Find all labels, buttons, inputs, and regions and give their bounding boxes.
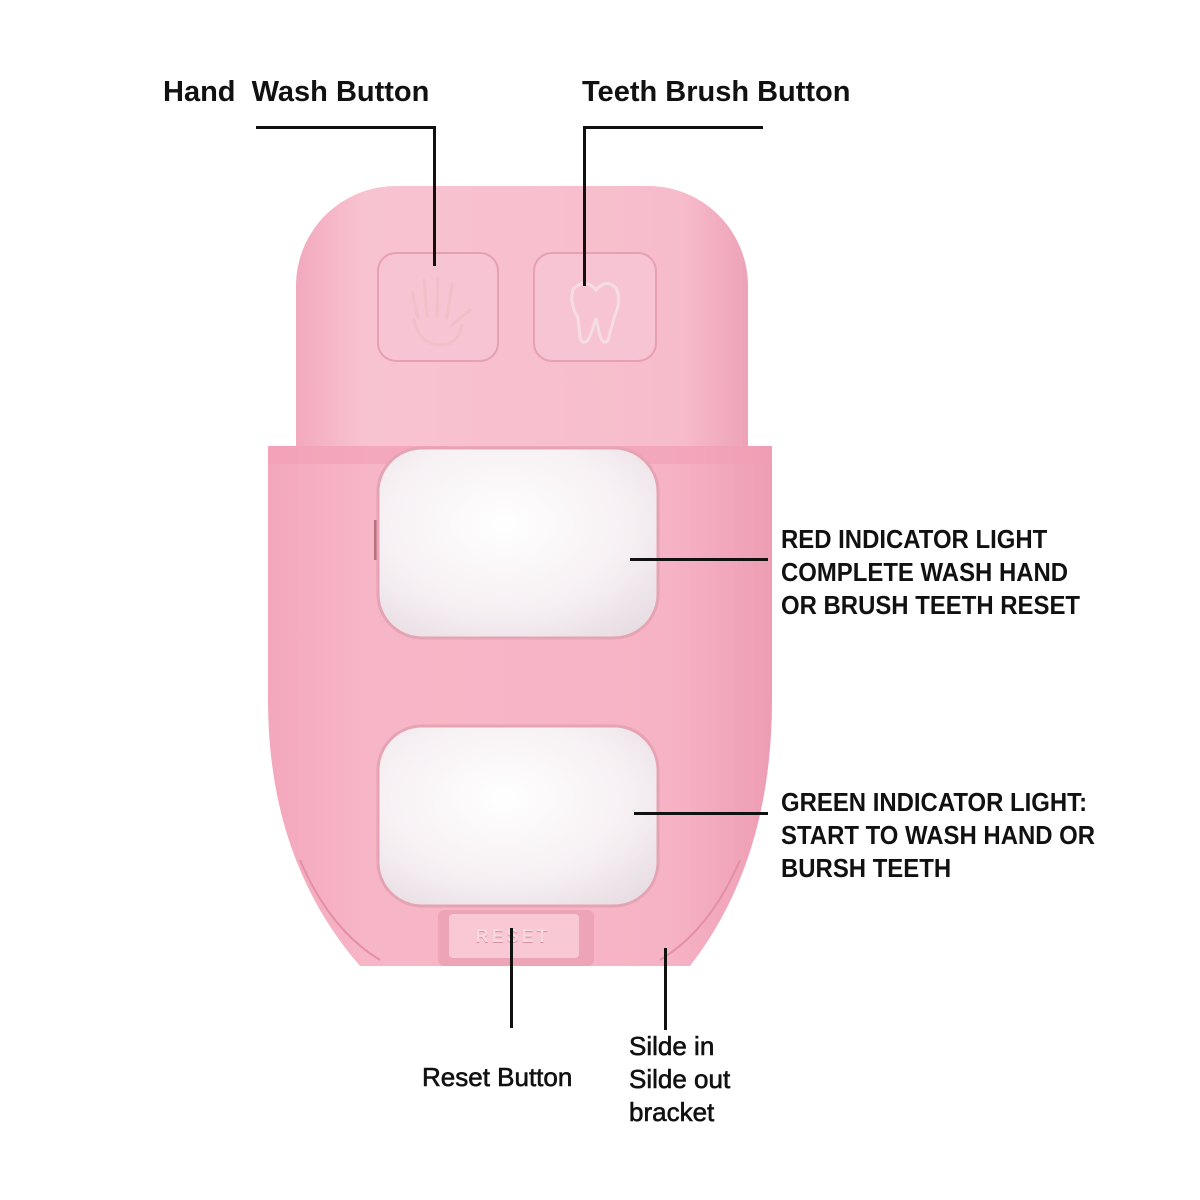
red-light-label-line-3: OR BRUSH TEETH RESET [781,590,1081,620]
reset-label: Reset Button [422,1062,573,1093]
green-light-label-line-2: START TO WASH HAND OR [781,820,1096,850]
bracket-label-line-2: Silde out [629,1064,731,1095]
hand-wash-callout-line-h [256,126,436,129]
red-light-callout-line [630,558,768,561]
bracket-label-line-1: Silde in [629,1031,715,1062]
teeth-brush-callout-line-v [583,126,586,286]
red-indicator-light [376,446,660,640]
teeth-brush-callout-line-h [583,126,763,129]
reset-callout-line [510,928,513,1028]
reset-key[interactable] [449,914,579,958]
green-light-callout-line [634,812,768,815]
hand-wash-key[interactable] [377,252,499,362]
reset-key-text: RESET [449,926,577,947]
tooth-icon [570,282,621,344]
bracket-label: Silde in Silde out bracket [629,1030,731,1129]
green-light-label: GREEN INDICATOR LIGHT: START TO WASH HAN… [781,786,1095,885]
green-light-label-line-1: GREEN INDICATOR LIGHT: [781,787,1088,817]
red-light-label-line-2: COMPLETE WASH HAND [781,557,1069,587]
green-indicator-light [376,724,660,908]
teeth-brush-label: Teeth Brush Button [582,76,851,108]
red-light-label-line-1: RED INDICATOR LIGHT [781,524,1048,554]
bracket-label-line-3: bracket [629,1097,715,1128]
teeth-brush-key[interactable] [533,252,657,362]
bracket-callout-line [664,948,667,1030]
hand-wash-label: Hand Wash Button [163,76,430,108]
red-light-label: RED INDICATOR LIGHT COMPLETE WASH HAND O… [781,523,1080,622]
hand-icon [410,276,472,347]
hand-wash-callout-line-v [433,126,436,266]
green-light-label-line-3: BURSH TEETH [781,853,952,883]
